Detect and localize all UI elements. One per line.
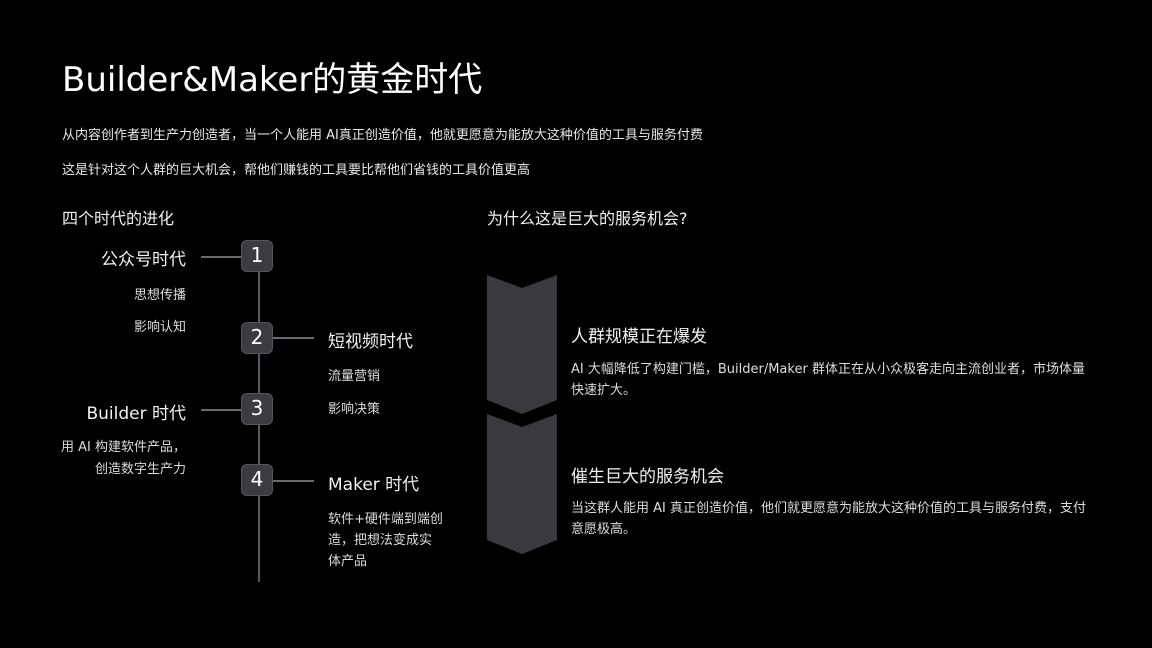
- page-title: Builder&Maker的黄金时代: [62, 60, 483, 100]
- era-desc-4a: 软件+硬件端到端创: [328, 512, 443, 527]
- era-title-3: Builder 时代: [86, 404, 186, 424]
- era-title-2: 短视频时代: [328, 332, 413, 352]
- connector-2: [273, 337, 314, 339]
- era-title-4: Maker 时代: [328, 475, 420, 495]
- point-body-1: AI 大幅降低了构建门槛，Builder/Maker 群体正在从小众极客走向主流…: [571, 362, 1085, 398]
- era-desc-1b: 影响认知: [133, 320, 186, 335]
- era-badge-1: 1: [241, 240, 273, 272]
- left-heading: 四个时代的进化: [62, 209, 175, 228]
- era-desc-2a: 流量营销: [328, 369, 381, 384]
- era-title-1: 公众号时代: [101, 250, 186, 270]
- subtitle-2: 这是针对这个人群的巨大机会，帮他们赚钱的工具要比帮他们省钱的工具价值更高: [62, 163, 531, 178]
- chevron-2: [487, 414, 557, 554]
- connector-3: [201, 409, 242, 411]
- connector-4: [273, 480, 314, 482]
- connector-1: [201, 256, 242, 258]
- era-desc-2b: 影响决策: [328, 402, 381, 417]
- era-desc-4c: 体产品: [328, 554, 368, 569]
- era-desc-3b: 创造数字生产力: [94, 462, 186, 477]
- era-badge-4: 4: [241, 464, 273, 496]
- subtitle-1: 从内容创作者到生产力创造者，当一个人能用 AI真正创造价值，他就更愿意为能放大这…: [62, 128, 703, 143]
- era-badge-2: 2: [241, 322, 273, 354]
- chevron-1: [487, 275, 557, 414]
- era-desc-3a: 用 AI 构建软件产品，: [61, 440, 186, 455]
- chevron-arrows: [487, 275, 557, 554]
- point-body-2: 当这群人能用 AI 真正创造价值，他们就更愿意为能放大这种价值的工具与服务付费，…: [571, 501, 1086, 537]
- era-desc-1a: 思想传播: [133, 288, 186, 303]
- era-desc-4b: 造，把想法变成实: [328, 533, 433, 548]
- point-title-1: 人群规模正在爆发: [571, 327, 707, 347]
- era-badge-3: 3: [241, 393, 273, 425]
- point-title-2: 催生巨大的服务机会: [571, 467, 724, 487]
- right-heading: 为什么这是巨大的服务机会?: [487, 209, 688, 228]
